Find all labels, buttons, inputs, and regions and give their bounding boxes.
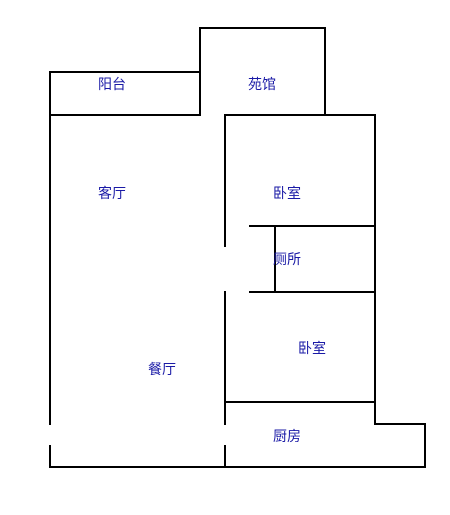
- room-label-kitchen: 厨房: [273, 429, 301, 445]
- room-label-balcony: 阳台: [98, 77, 126, 93]
- room-label-toilet: 厕所: [273, 252, 301, 268]
- room-label-bedroom-2: 卧室: [298, 340, 326, 357]
- room-label-bedroom-1: 卧室: [273, 185, 301, 202]
- room-label-garden: 苑馆: [248, 77, 276, 93]
- room-label-living-room: 客厅: [98, 185, 126, 202]
- walls: [49, 27, 426, 468]
- room-label-dining-room: 餐厅: [148, 362, 176, 378]
- room-labels: 阳台 苑馆 客厅 卧室 厕所 卧室 餐厅 厨房: [98, 77, 326, 445]
